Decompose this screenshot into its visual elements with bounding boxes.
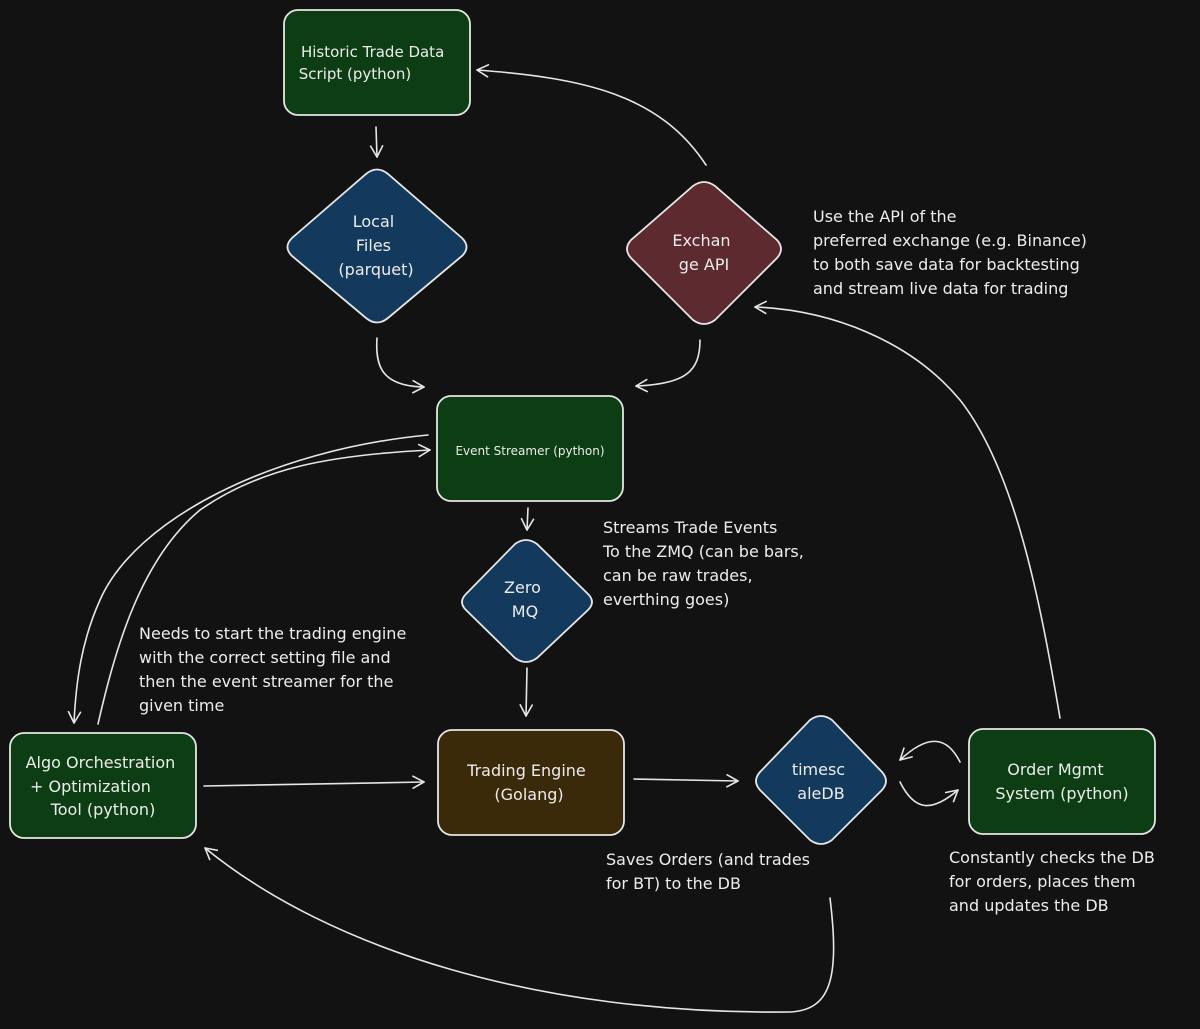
edge-timescaledb-to-algo	[204, 847, 835, 1013]
svg-text:Algo Orchestration + Opt: Algo Orchestration + Optimization Tool (…	[26, 753, 181, 819]
svg-text:Zero MQ: Zero MQ	[504, 578, 546, 621]
edge-algo-to-trading-engine	[203, 775, 425, 789]
edge-exchange-to-historic	[476, 64, 707, 166]
svg-text:Local Files (parqu: Local Files (parquet)	[338, 212, 413, 279]
algo-label-line-3: Tool (python)	[50, 800, 156, 819]
oms-annotation-line-1: Constantly checks the DB	[949, 848, 1155, 867]
saves-annotation-line-2: for BT) to the DB	[606, 874, 741, 893]
timescaledb-diamond	[755, 715, 887, 845]
node-algo-orchestration: Algo Orchestration + Optimization Tool (…	[9, 732, 197, 839]
node-zeromq: Zero MQ	[461, 539, 593, 663]
algo-label-line-2: + Optimization	[30, 777, 151, 796]
edge-trading-engine-to-timescaledb	[633, 773, 739, 788]
node-timescaledb: timesc aleDB	[755, 715, 887, 845]
orchestration-annotation-line-2: with the correct setting file and	[139, 648, 391, 667]
local-files-label-line-1: Local	[353, 212, 394, 231]
exchange-api-diamond	[626, 181, 782, 325]
trading-engine-label-line-1: Trading Engine	[466, 761, 586, 780]
zeromq-label-line-1: Zero	[504, 578, 541, 597]
svg-text:Order Mgmt System (pytho: Order Mgmt System (python)	[995, 760, 1128, 803]
edge-historic-to-local-files	[369, 126, 384, 158]
streams-annotation-line-4: everthing goes)	[603, 590, 729, 609]
edge-timescaledb-to-oms	[899, 781, 959, 807]
exchange-annotation: Use the API of the preferred exchange (e…	[813, 207, 1092, 298]
oms-box	[968, 728, 1156, 835]
oms-annotation-line-3: and updates the DB	[949, 896, 1109, 915]
streams-annotation: Streams Trade Events To the ZMQ (can be …	[602, 518, 809, 609]
streams-annotation-line-1: Streams Trade Events	[603, 518, 777, 537]
zeromq-label-line-2: MQ	[512, 602, 538, 621]
saves-annotation: Saves Orders (and trades for BT) to the …	[606, 850, 815, 893]
timescaledb-label-line-1: timesc	[792, 760, 845, 779]
exchange-annotation-line-4: and stream live data for trading	[813, 279, 1068, 298]
orchestration-annotation: Needs to start the trading engine with t…	[139, 624, 411, 715]
event-streamer-label: Event Streamer (python)	[455, 444, 604, 458]
exchange-annotation-line-1: Use the API of the	[813, 207, 956, 226]
edge-algo-to-event-streamer	[97, 443, 431, 725]
edge-exchange-to-event-streamer	[635, 339, 701, 393]
node-local-files: Local Files (parquet)	[286, 168, 468, 324]
trading-engine-box	[437, 729, 625, 836]
edges	[67, 64, 1061, 1013]
algo-label-line-1: Algo Orchestration	[26, 753, 176, 772]
orchestration-annotation-line-1: Needs to start the trading engine	[139, 624, 406, 643]
historic-label-line-1: Historic Trade Data	[301, 43, 444, 61]
trading-engine-label-line-2: (Golang)	[494, 785, 563, 804]
zeromq-diamond	[461, 539, 593, 663]
local-files-label-line-2: Files	[356, 236, 391, 255]
oms-annotation-line-2: for orders, places them	[949, 872, 1136, 891]
historic-box	[283, 9, 471, 116]
edge-event-streamer-to-zeromq	[520, 507, 535, 531]
edge-local-files-to-event-streamer	[375, 337, 425, 394]
streams-annotation-line-3: can be raw trades,	[603, 566, 753, 585]
event-streamer-box	[436, 395, 624, 502]
node-event-streamer: Event Streamer (python)	[436, 395, 624, 502]
svg-text:Exchan ge API: Exchan ge API	[672, 231, 735, 274]
exchange-annotation-line-3: to both save data for backtesting	[813, 255, 1080, 274]
local-files-diamond	[286, 168, 468, 324]
exchange-api-label-line-2: ge API	[679, 255, 729, 274]
local-files-label-line-3: (parquet)	[338, 260, 413, 279]
exchange-annotation-line-2: preferred exchange (e.g. Binance)	[813, 231, 1087, 250]
orchestration-annotation-line-3: then the event streamer for the	[139, 672, 393, 691]
edge-oms-to-exchange	[754, 300, 1061, 719]
svg-text:Historic Trade Data Scri: Historic Trade Data Script (python)	[299, 43, 449, 83]
edge-zeromq-to-trading-engine	[519, 667, 534, 717]
svg-text:Trading Engine (Golang): Trading Engine (Golang)	[466, 761, 591, 804]
node-exchange-api: Exchan ge API	[626, 181, 782, 325]
svg-text:Event Streamer (python): Event Streamer (python)	[455, 444, 604, 458]
edge-event-streamer-to-algo	[67, 434, 429, 724]
exchange-api-label-line-1: Exchan	[672, 231, 730, 250]
timescaledb-label-line-2: aleDB	[797, 784, 844, 803]
oms-annotation: Constantly checks the DB for orders, pla…	[949, 848, 1160, 915]
saves-annotation-line-1: Saves Orders (and trades	[606, 850, 810, 869]
edge-oms-to-timescaledb	[899, 740, 961, 763]
orchestration-annotation-line-4: given time	[139, 696, 224, 715]
node-trading-engine: Trading Engine (Golang)	[437, 729, 625, 836]
historic-label-line-2: Script (python)	[299, 65, 411, 83]
svg-text:timesc aleDB: timesc aleDB	[792, 760, 850, 803]
node-order-mgmt-system: Order Mgmt System (python)	[968, 728, 1156, 835]
oms-label-line-2: System (python)	[995, 784, 1128, 803]
streams-annotation-line-2: To the ZMQ (can be bars,	[602, 542, 804, 561]
node-historic-trade-data-script: Historic Trade Data Script (python)	[283, 9, 471, 116]
oms-label-line-1: Order Mgmt	[1007, 760, 1103, 779]
algo-box	[9, 732, 197, 839]
